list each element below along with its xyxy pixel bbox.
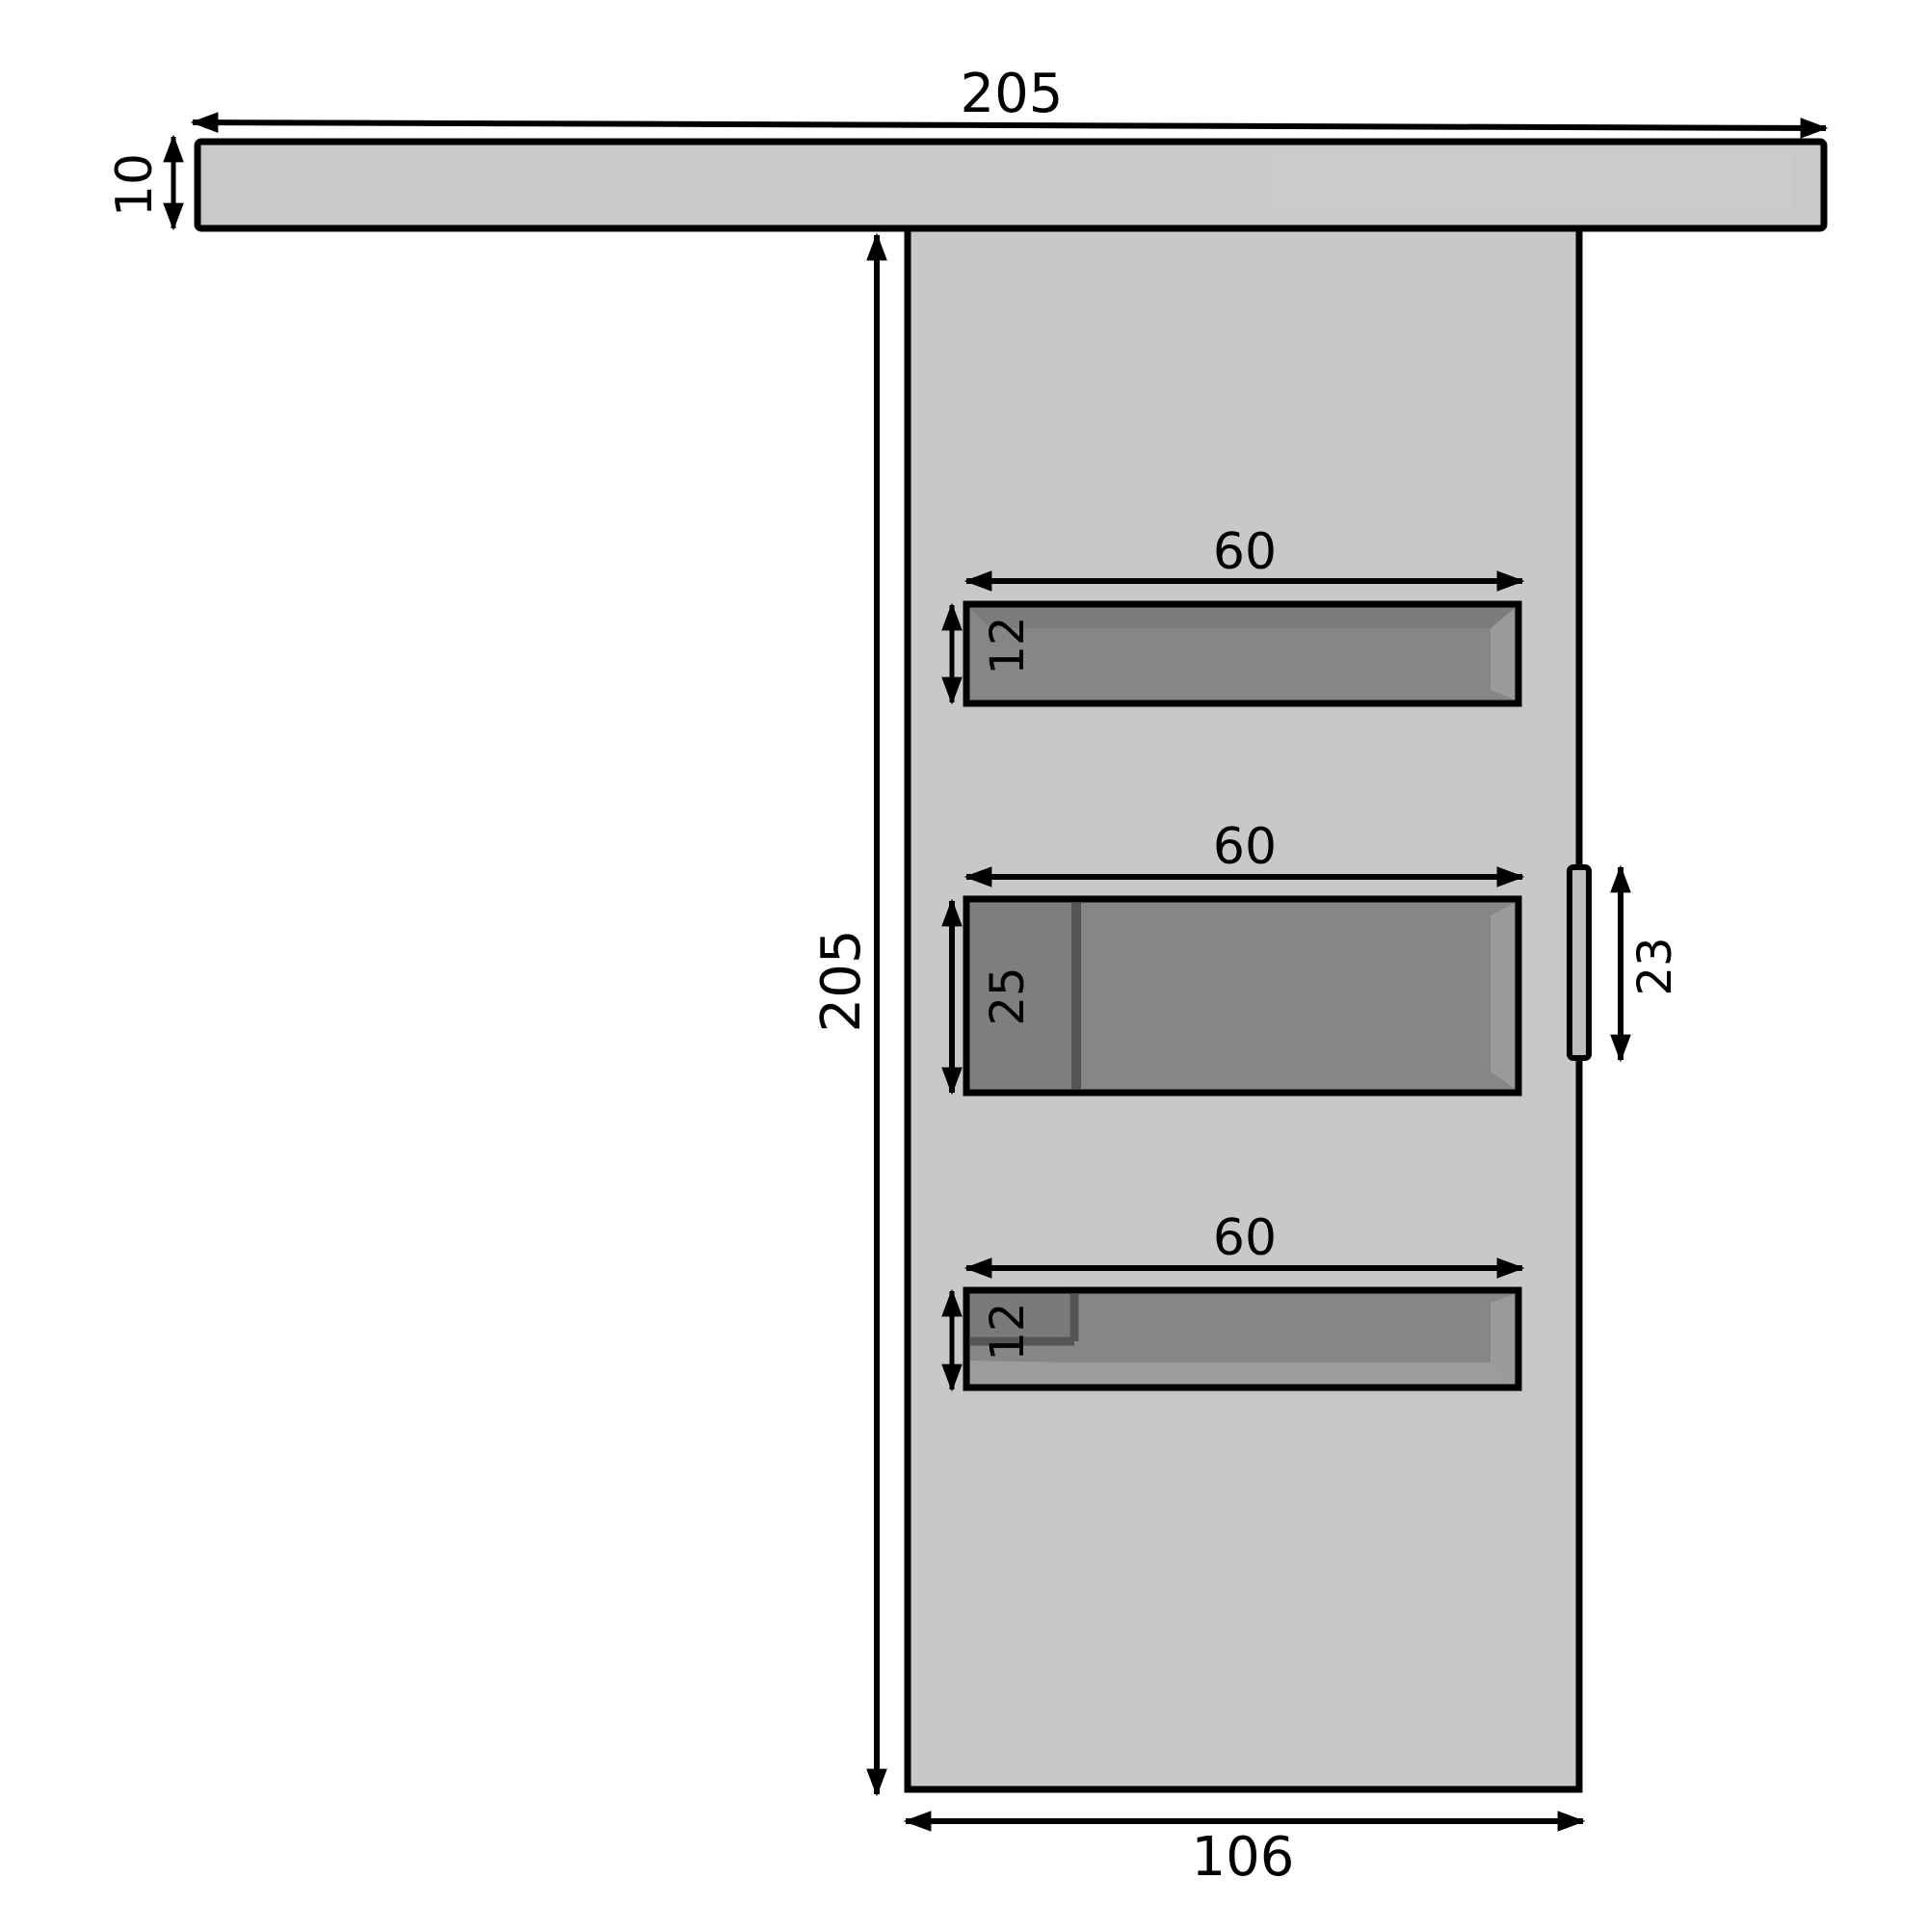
window-middle [963, 895, 1522, 1097]
window-top [963, 600, 1522, 707]
label-window-mid-height: 25 [981, 966, 1035, 1025]
label-rail-width: 205 [961, 63, 1064, 125]
window-bottom [963, 1286, 1522, 1391]
door-handle [1567, 864, 1592, 1061]
top-rail-sheen [1272, 154, 1792, 212]
label-window-bottom-width: 60 [1213, 1209, 1277, 1267]
dim-line-rail-width [190, 112, 1829, 139]
label-window-bottom-height: 12 [981, 1302, 1035, 1361]
label-window-mid-width: 60 [1213, 818, 1277, 876]
label-handle-height: 23 [1628, 937, 1682, 995]
label-door-height: 205 [810, 930, 873, 1033]
label-rail-height: 10 [106, 153, 164, 217]
label-door-width: 106 [1192, 1826, 1295, 1889]
label-window-top-width: 60 [1213, 523, 1277, 581]
label-window-top-height: 12 [981, 616, 1035, 675]
